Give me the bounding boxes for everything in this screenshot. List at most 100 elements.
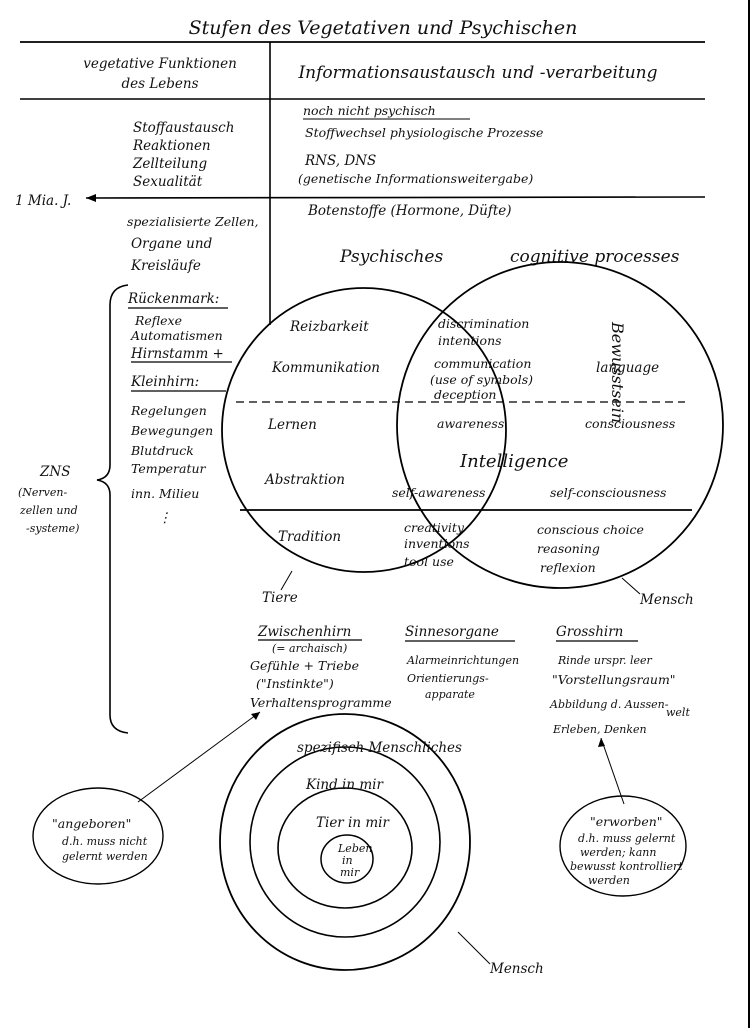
- venn-circle-cognitive: [396, 261, 724, 589]
- venn-tradition: Tradition: [278, 529, 341, 545]
- sinnesorgane-item-1: Alarmeinrichtungen: [406, 654, 519, 667]
- zns-sub-1: (Nerven-: [18, 486, 67, 499]
- ring-third: [277, 787, 413, 909]
- ring-second-label: Kind in mir: [305, 777, 384, 793]
- hirn-item-5: inn. Milieu: [131, 486, 199, 501]
- row1-left-3: Zellteilung: [132, 156, 207, 172]
- venn-lernen: Lernen: [267, 417, 317, 433]
- note-right-2: d.h. muss gelernt: [578, 832, 676, 845]
- tiere-pointer: [280, 570, 293, 591]
- venn-tool-use: tool use: [404, 554, 454, 569]
- venn-conscious-choice: conscious choice: [537, 522, 644, 537]
- note-right-1: "erworben": [590, 814, 663, 829]
- ring-inner-label-1: Leben: [337, 842, 372, 855]
- venn-awareness: awareness: [437, 416, 504, 431]
- venn-intelligence: Intelligence: [459, 451, 568, 472]
- zwischenhirn-item-2: ("Instinkte"): [256, 676, 334, 691]
- row2-left-3: Kreisläufe: [130, 258, 201, 274]
- rueckenmark-title: Rückenmark:: [127, 291, 219, 307]
- timeline-rule: [85, 196, 706, 199]
- ring-inner: [320, 834, 374, 884]
- venn-creativity: creativity: [404, 520, 465, 535]
- note-right-5: werden: [588, 874, 630, 887]
- hirn-item-4: Temperatur: [131, 461, 207, 476]
- label-psychisches: Psychisches: [339, 247, 443, 267]
- venn-deception: deception: [434, 387, 496, 402]
- hirnstamm-title: Hirnstamm +: [130, 346, 224, 362]
- note-left-1: "angeboren": [52, 816, 131, 831]
- zns-brace: [96, 284, 129, 734]
- ring-third-label: Tier in mir: [316, 815, 390, 831]
- venn-language: language: [596, 360, 659, 376]
- zns-label: ZNS: [39, 464, 70, 480]
- row2-left-2: Organe und: [131, 236, 213, 252]
- header-left-line2: des Lebens: [121, 76, 198, 92]
- note-left-3: gelernt werden: [62, 850, 148, 863]
- zns-sub-2: zellen und: [19, 504, 78, 517]
- timeline-label: 1 Mia. J.: [15, 193, 71, 209]
- venn-communication: communication: [434, 356, 531, 371]
- note-left-arrow: [137, 711, 261, 803]
- ring-second: [249, 746, 441, 938]
- hirn-item-6: ⋮: [158, 510, 172, 526]
- mensch-venn-pointer: [621, 577, 641, 595]
- grosshirn-item-1: Rinde urspr. leer: [557, 654, 653, 667]
- zwischenhirn-item-3: Verhaltensprogramme: [250, 695, 392, 710]
- row1-left-2: Reaktionen: [132, 138, 211, 154]
- kleinhirn-title: Kleinhirn:: [130, 374, 199, 390]
- label-mensch-venn: Mensch: [639, 592, 694, 608]
- venn-intentions: intentions: [438, 333, 502, 348]
- venn-use-of-symbols: (use of symbols): [430, 372, 533, 387]
- row1-right-1: noch nicht psychisch: [303, 103, 436, 118]
- grosshirn-item-3: Abbildung d. Aussen-: [549, 698, 669, 711]
- header-left-line1: vegetative Funktionen: [83, 56, 237, 72]
- ring-mensch-label: Mensch: [489, 961, 544, 977]
- sinnesorgane-item-2: Orientierungs-: [407, 672, 489, 685]
- row1-right-3: RNS, DNS: [304, 153, 376, 169]
- ring-outer: [219, 713, 471, 971]
- ring-outer-label: spezifisch Menschliches: [297, 740, 462, 756]
- row2-left-1: spezialisierte Zellen,: [127, 214, 259, 229]
- venn-reflexion: reflexion: [540, 560, 596, 575]
- zwischenhirn-item-1: Gefühle + Triebe: [250, 658, 359, 673]
- note-left-2: d.h. muss nicht: [62, 835, 148, 848]
- ring-inner-label-3: mir: [340, 866, 360, 879]
- venn-self-awareness: self-awareness: [392, 485, 485, 500]
- hirn-item-2: Bewegungen: [130, 423, 213, 438]
- venn-circle-psychisches: [221, 287, 507, 573]
- note-right-arrow: [600, 737, 625, 805]
- zns-sub-3: -systeme): [26, 522, 79, 535]
- diagram-title: Stufen des Vegetativen und Psychischen: [189, 17, 578, 39]
- ring-inner-label-2: in: [342, 854, 353, 867]
- note-right-3: werden; kann: [580, 846, 656, 859]
- zwischenhirn-title: Zwischenhirn: [257, 624, 351, 640]
- note-right-arrowhead: [598, 738, 605, 747]
- row1-right-4: (genetische Informationsweitergabe): [298, 171, 533, 186]
- header-right: Informationsaustausch und -verarbeitung: [297, 63, 657, 83]
- sinnesorgane-title: Sinnesorgane: [405, 624, 499, 640]
- venn-consciousness: consciousness: [585, 416, 675, 431]
- note-right-4: bewusst kontrolliert: [570, 860, 683, 873]
- venn-reizbarkeit: Reizbarkeit: [289, 319, 369, 335]
- venn-abstraktion: Abstraktion: [263, 472, 345, 488]
- row1-left-4: Sexualität: [133, 174, 203, 190]
- venn-self-consciousness: self-consciousness: [550, 485, 666, 500]
- hirn-item-3: Blutdruck: [130, 443, 194, 458]
- row2-right: Botenstoffe (Hormone, Düfte): [307, 203, 512, 219]
- grosshirn-title: Grosshirn: [556, 624, 623, 640]
- grosshirn-item-2: "Vorstellungsraum": [552, 672, 676, 687]
- note-right-bubble: [559, 795, 687, 897]
- row1-right-2: Stoffwechsel physiologische Prozesse: [305, 125, 543, 140]
- label-tiere: Tiere: [262, 590, 298, 606]
- grosshirn-item-4: welt: [666, 706, 690, 719]
- note-left-bubble: [32, 787, 164, 885]
- venn-bewusstsein-vertical: Bewusstsein: [608, 321, 627, 423]
- zwischenhirn-sub: (= archaisch): [272, 642, 347, 655]
- venn-kommunikation: Kommunikation: [271, 360, 380, 376]
- note-left-arrowhead: [251, 712, 260, 720]
- grosshirn-item-5: Erleben, Denken: [552, 723, 647, 736]
- rueckenmark-item-1: Reflexe: [134, 313, 182, 328]
- timeline-arrowhead: [86, 194, 96, 202]
